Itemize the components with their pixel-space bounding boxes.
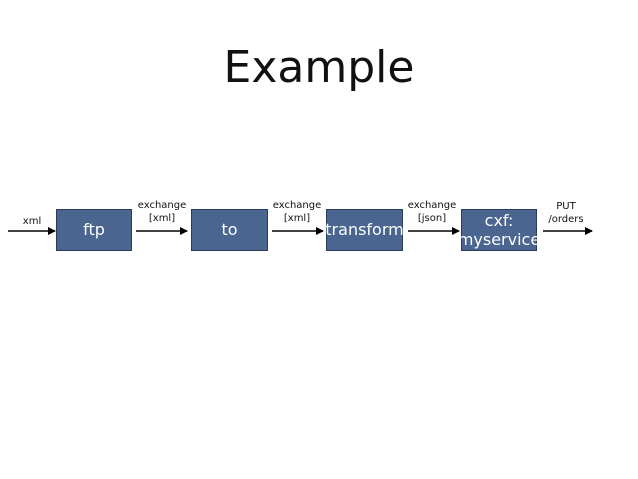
edge-label-xml: xml	[22, 216, 42, 227]
node-transform: transform	[325, 209, 404, 251]
node-ftp: ftp	[56, 209, 132, 251]
node-to-label: to	[221, 220, 238, 239]
slide-title: Example	[223, 42, 415, 93]
node-to: to	[191, 209, 268, 251]
node-transform-label: transform	[325, 220, 404, 239]
edge-label-transform-cxf: exchange [json]	[407, 200, 457, 224]
node-cxf-myservice: cxf: myservice	[457, 209, 541, 251]
edge-label-ftp-to: exchange [xml]	[137, 200, 187, 224]
node-ftp-label: ftp	[83, 220, 105, 239]
edge-label-to-transform: exchange [xml]	[272, 200, 322, 224]
node-cxf-myservice-label: cxf: myservice	[457, 211, 541, 249]
edge-label-put-orders: PUT /orders	[548, 201, 584, 225]
